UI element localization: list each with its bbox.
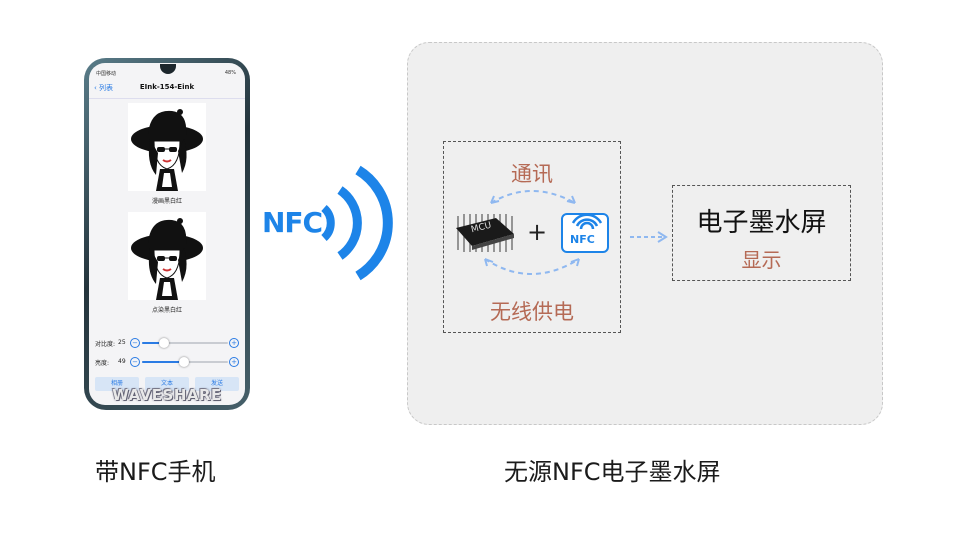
battery-text: 48% — [224, 70, 236, 76]
contrast-slider-fill — [142, 342, 164, 344]
contrast-label: 对比度: — [95, 341, 116, 348]
brightness-slider-knob[interactable] — [179, 357, 189, 367]
album-button[interactable]: 相册 — [95, 377, 139, 391]
brightness-label: 亮度: — [95, 360, 110, 367]
wireless-power-label: 无线供电 — [490, 300, 574, 324]
plus-sign: + — [527, 218, 548, 246]
back-button[interactable]: ‹ 列表 — [94, 84, 114, 92]
phone-notch — [160, 64, 176, 74]
carrier-text: 中国移动 — [96, 71, 117, 77]
image-preview-1[interactable] — [128, 103, 206, 191]
phone-status-bar: 中国移动 48% — [92, 68, 242, 78]
image-preview-2[interactable] — [128, 212, 206, 300]
mcu-nfc-module-box — [443, 141, 621, 333]
lady-in-hat-illustration — [131, 109, 203, 191]
eink-caption: 无源NFC电子墨水屏 — [504, 458, 721, 486]
image-caption-2: 点染黑白红 — [151, 307, 182, 314]
wifi-wave-icon — [571, 215, 603, 230]
plus-icon[interactable]: + — [229, 338, 239, 348]
communication-label: 通讯 — [511, 162, 553, 186]
exchange-arrows-icon — [484, 190, 580, 275]
nfc-tag-icon: NFC — [561, 213, 609, 253]
minus-icon[interactable]: − — [130, 338, 140, 348]
image-caption-1: 漫画黑白红 — [151, 198, 182, 205]
eink-subtitle: 显示 — [741, 248, 782, 272]
send-button[interactable]: 发送 — [195, 377, 239, 391]
nfc-waves-icon — [321, 165, 393, 281]
back-label: 列表 — [99, 84, 114, 92]
phone-nav-bar: ‹ 列表 EInk-154-Eink — [89, 78, 245, 99]
waveshare-watermark: WAVESHARE — [112, 386, 222, 404]
right-arrow-icon — [630, 231, 668, 243]
contrast-slider-knob[interactable] — [159, 338, 169, 348]
brightness-value: 49 — [118, 358, 126, 365]
plus-icon[interactable]: + — [229, 357, 239, 367]
brightness-slider-fill — [142, 361, 184, 363]
nfc-signal-label: NFC — [262, 206, 323, 239]
mcu-chip-icon — [456, 214, 514, 252]
eink-screen-box — [672, 185, 851, 281]
minus-icon[interactable]: − — [130, 357, 140, 367]
text-button[interactable]: 文本 — [145, 377, 189, 391]
nav-title: EInk-154-Eink — [139, 83, 195, 91]
eink-title: 电子墨水屏 — [696, 208, 827, 238]
phone-caption: 带NFC手机 — [95, 458, 216, 486]
lady-in-hat-illustration — [131, 218, 203, 300]
contrast-slider[interactable] — [142, 342, 228, 344]
nfc-tag-text: NFC — [570, 233, 595, 246]
contrast-value: 25 — [118, 339, 126, 346]
